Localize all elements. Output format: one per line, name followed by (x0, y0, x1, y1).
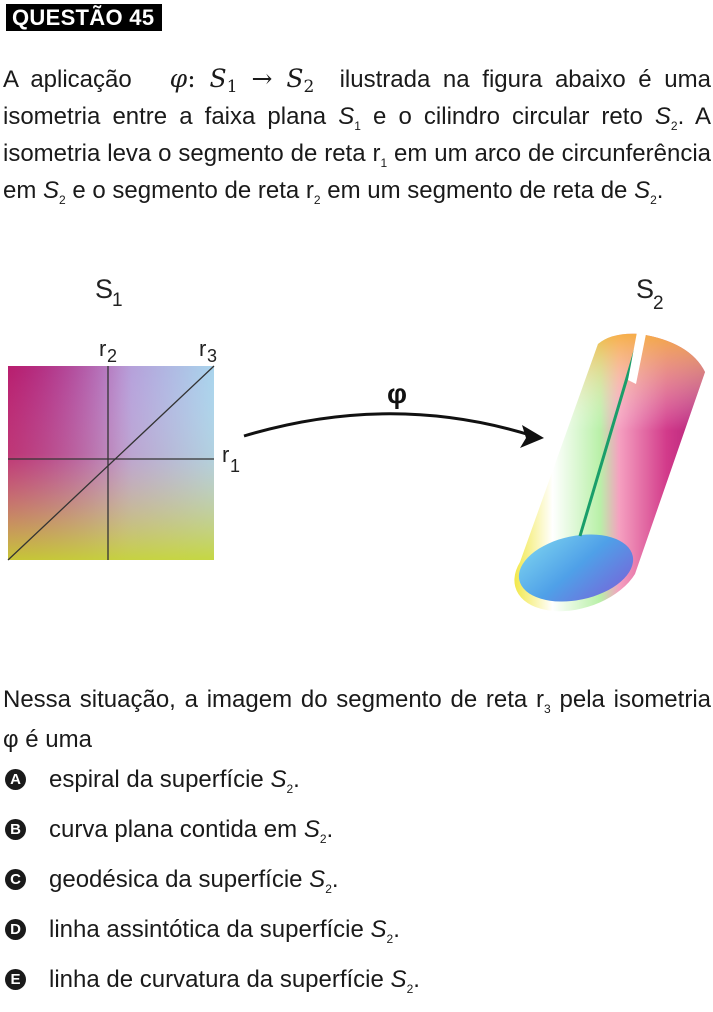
intro-text-7: em um segmento de reta de (327, 177, 628, 204)
question-stem: Nessa situação, a imagem do segmento de … (3, 686, 711, 753)
option-c-letter: C (5, 869, 26, 890)
s2-label: S (636, 274, 654, 304)
r2-subscript: 2 (107, 346, 117, 366)
mapping-formula: φ: S1 → S2 (169, 64, 315, 97)
question-number: QUESTÃO 45 (6, 4, 163, 31)
intro-text-5: em um arco de circunferência em (3, 140, 712, 204)
option-a[interactable]: A espiral da superfície S2. (0, 762, 713, 812)
r1-subscript: 1 (230, 456, 240, 476)
option-c-text: geodésica da superfície S2. (49, 866, 339, 896)
r2-label: r (99, 336, 106, 361)
cylinder-base (518, 534, 634, 602)
cylinder-gap (628, 332, 646, 384)
option-a-letter: A (5, 769, 26, 790)
s1-subscript: 1 (112, 290, 123, 311)
intro-text-2: ilustrada na figura abaixo é uma isometr… (3, 66, 711, 130)
question-text-2: pela isometria φ é uma (3, 686, 711, 753)
option-e[interactable]: E linha de curvatura da superfície S2. (0, 962, 713, 1012)
r1-label: r (222, 442, 229, 467)
option-a-text: espiral da superfície S2. (49, 766, 300, 796)
s2-subscript: 2 (653, 293, 664, 314)
cylinder-seam (578, 333, 642, 537)
segment-r3 (7, 365, 215, 561)
r3-subscript: 3 (207, 346, 217, 366)
s1-label: S (95, 274, 113, 304)
isometry-figure: S 1 r 2 r 3 r 1 φ S 2 (0, 262, 713, 612)
mapping-arrow (243, 412, 531, 438)
option-b-text: curva plana contida em S2. (49, 816, 334, 846)
question-statement: A aplicação φ: S1 → S2 ilustrada na figu… (3, 64, 712, 207)
option-b[interactable]: B curva plana contida em S2. (0, 812, 713, 862)
option-d[interactable]: D linha assintótica da superfície S2. (0, 912, 713, 962)
intro-text-1: A aplicação (3, 66, 132, 93)
intro-text-3: e o cilindro circular reto (373, 103, 643, 130)
arrow-head (520, 425, 544, 448)
option-b-letter: B (5, 819, 26, 840)
option-e-text: linha de curvatura da superfície S2. (49, 966, 420, 996)
option-c[interactable]: C geodésica da superfície S2. (0, 862, 713, 912)
option-d-letter: D (5, 919, 26, 940)
question-text-1: Nessa situação, a imagem do segmento de … (3, 686, 545, 713)
option-e-letter: E (5, 969, 26, 990)
intro-text-6: e o segmento de reta r (72, 177, 314, 204)
intro-text-4: . A isometria leva o segmento de reta r (3, 103, 712, 167)
r3-label: r (199, 336, 206, 361)
option-d-text: linha assintótica da superfície S2. (49, 916, 400, 946)
phi-label: φ (387, 378, 407, 409)
cylinder-s2 (514, 332, 705, 612)
